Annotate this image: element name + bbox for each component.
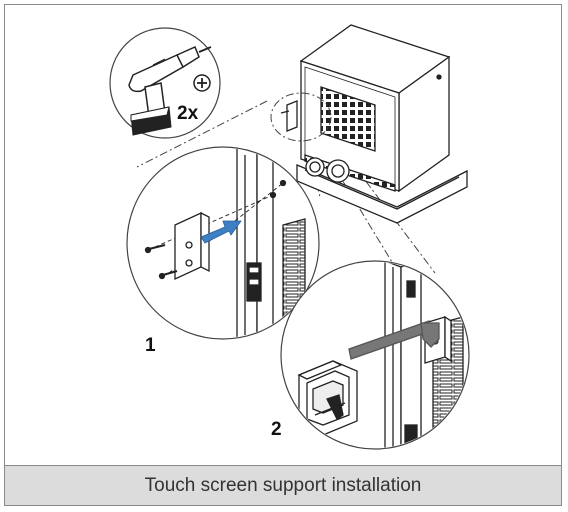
detail-highlight <box>270 92 332 142</box>
screw-count-label: 2x <box>177 103 199 124</box>
figure-frame: 2x <box>4 4 562 506</box>
detail-circle-step-2 <box>280 260 470 450</box>
installation-illustration: 2x <box>109 24 470 450</box>
step-2-label: 2 <box>271 419 282 440</box>
heater-unit <box>280 24 468 224</box>
detail-circle-step-1 <box>126 146 320 340</box>
insert-direction-arrow <box>200 220 242 244</box>
phillips-screw-icon <box>193 74 211 92</box>
drill-icon <box>109 27 221 139</box>
step-1-label: 1 <box>145 335 156 356</box>
figure-caption: Touch screen support installation <box>5 465 561 505</box>
